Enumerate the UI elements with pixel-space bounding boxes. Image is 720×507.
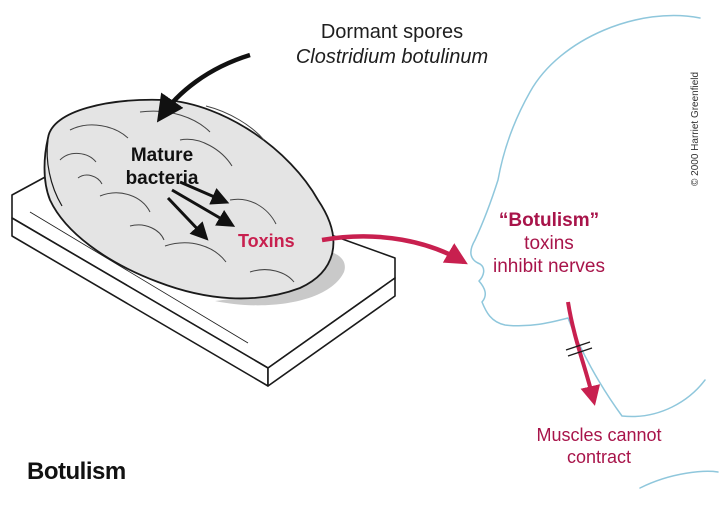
bacteria-arrow-2 [171,188,236,227]
spores-arrow [156,52,251,123]
muscles-label: Muscles cannot contract [505,424,693,468]
toxins-label: Toxins [238,231,295,251]
bacteria-arrow-3 [166,196,209,241]
muscles-label-line1: Muscles cannot [536,425,662,445]
head-outline [470,14,706,418]
botulism-quote: “Botulism” [498,210,600,231]
inhibit-nerves-text: inhibit nerves [493,256,605,277]
toxins-word: toxins [524,233,574,254]
spores-label: Dormant spores Clostridium botulinum [262,20,522,70]
toxins-arrow [321,234,468,265]
mature-label-line2: bacteria [125,168,199,189]
nerve-block-mark [565,341,593,357]
mature-bacteria-label: Mature bacteria [102,144,222,190]
nerve-arrow [566,301,601,406]
figure-title: Botulism [27,458,126,485]
shoulder-outline [639,470,719,489]
muscles-label-line2: contract [566,447,632,467]
copyright-notice: © 2000 Harriet Greenfield [690,71,701,186]
bacteria-arrow-1 [179,180,230,205]
spores-label-line2: Clostridium botulinum [295,46,489,68]
botulism-toxins-label: “Botulism” toxins inhibit nerves [475,209,623,278]
spores-label-line1: Dormant spores [320,21,464,43]
mature-label-line1: Mature [130,145,194,166]
